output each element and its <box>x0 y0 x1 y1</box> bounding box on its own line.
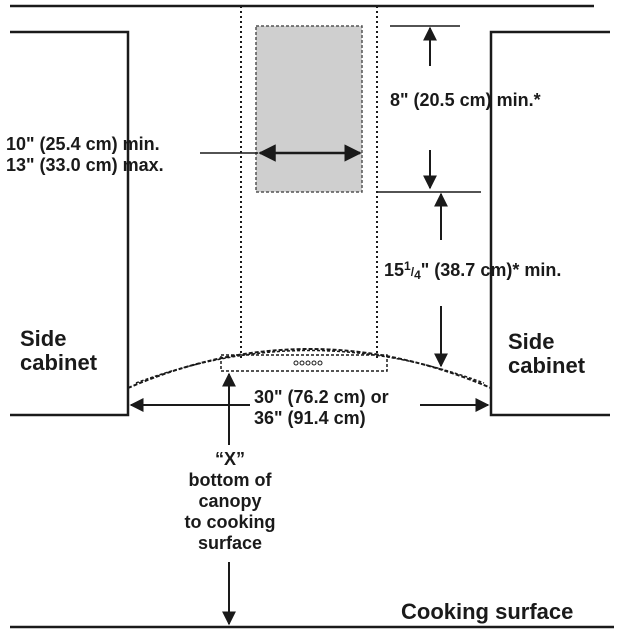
lower-clearance-rest: " (38.7 cm)* min. <box>420 260 562 280</box>
x-dimension-line1: “X” <box>214 449 245 469</box>
x-dimension-line2: bottom of <box>188 470 272 490</box>
left-cabinet-label-line2: cabinet <box>20 350 98 375</box>
canopy-control-dots <box>293 360 323 366</box>
x-dimension-label: “X” bottom of canopy to cooking surface <box>160 449 300 554</box>
cooking-surface-label: Cooking surface <box>401 599 574 624</box>
canopy-control-panel <box>220 354 388 372</box>
x-dimension-line5: surface <box>197 533 263 553</box>
right-side-cabinet-outline <box>489 30 610 417</box>
top-clearance-label: 8" (20.5 cm) min.* <box>390 90 541 110</box>
lower-clearance-fraction: 1/4 <box>404 259 421 282</box>
shaded-box <box>255 25 363 193</box>
x-dimension-line4: to cooking <box>184 512 276 532</box>
left-cabinet-label: Side cabinet <box>20 327 97 375</box>
chimney-width-min: 10" (25.4 cm) min. <box>6 134 160 154</box>
hood-width-line1: 30" (76.2 cm) or <box>254 387 389 407</box>
right-cabinet-label: Side cabinet <box>508 330 585 378</box>
right-cabinet-label-line1: Side <box>508 329 555 354</box>
lower-clearance-numerator: 1 <box>404 259 411 273</box>
hood-width-line2: 36" (91.4 cm) <box>254 408 366 428</box>
lower-clearance-label: 151/4" (38.7 cm)* min. <box>384 256 561 286</box>
lower-clearance-denominator: 4 <box>414 268 421 282</box>
canopy-inner-curve <box>135 349 485 384</box>
chimney-width-max: 13" (33.0 cm) max. <box>6 155 164 175</box>
x-dimension-line3: canopy <box>198 491 262 511</box>
chimney-width-label: 10" (25.4 cm) min. 13" (33.0 cm) max. <box>6 134 164 176</box>
lower-clearance-whole: 15 <box>384 260 405 280</box>
right-cabinet-label-line2: cabinet <box>508 353 586 378</box>
left-side-cabinet-outline <box>10 30 130 417</box>
left-cabinet-label-line1: Side <box>20 326 67 351</box>
hood-width-label: 30" (76.2 cm) or 36" (91.4 cm) <box>254 387 389 429</box>
